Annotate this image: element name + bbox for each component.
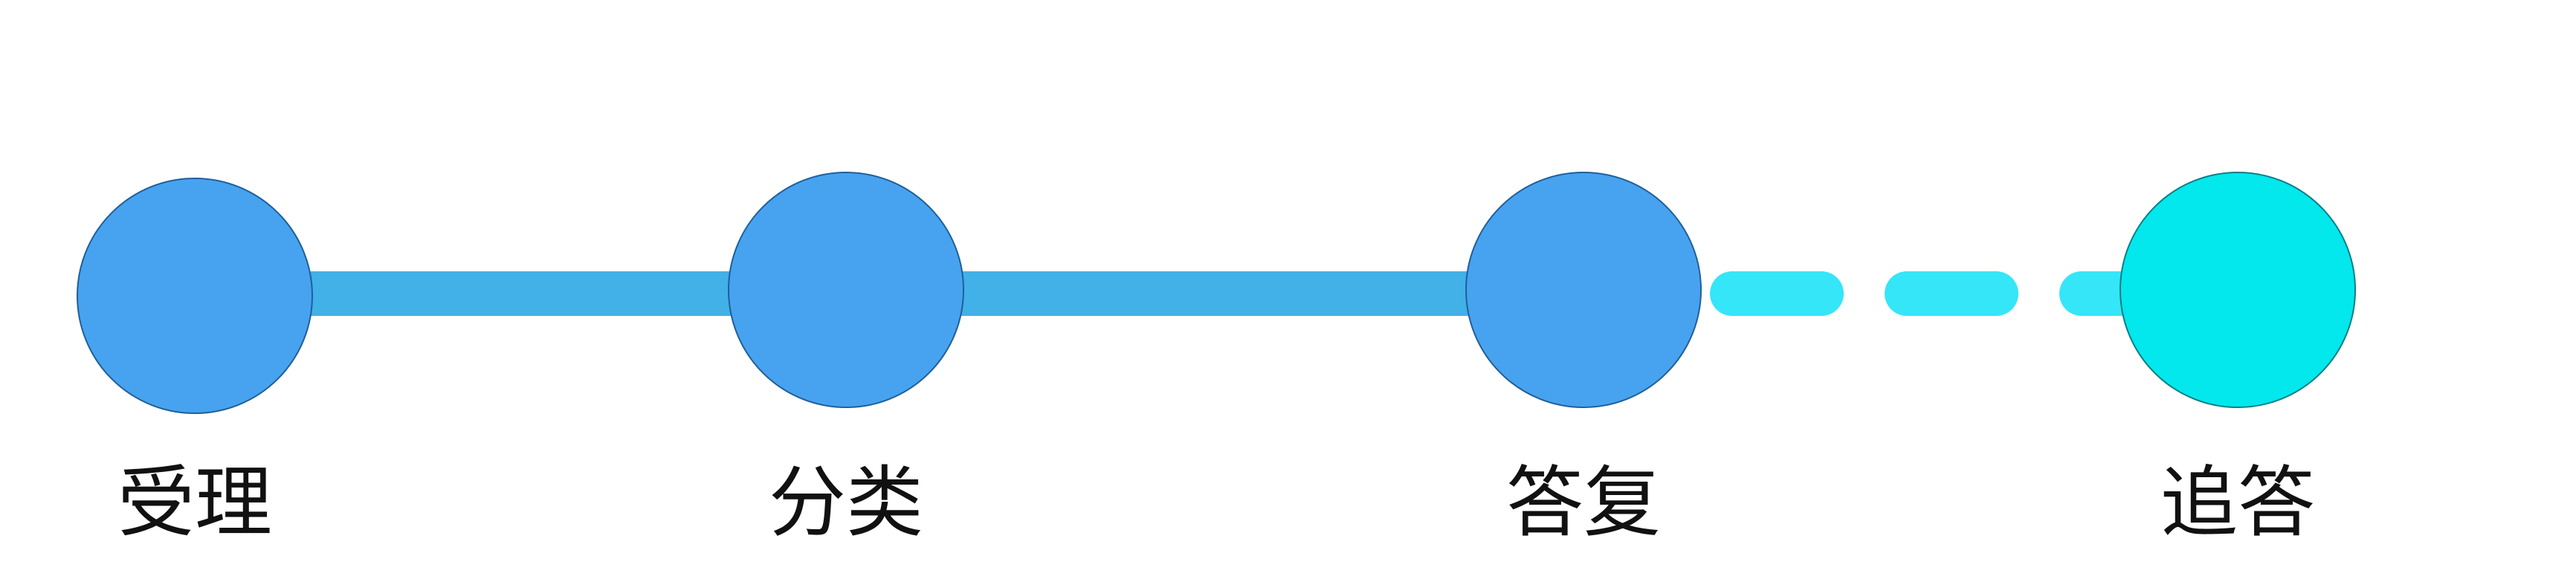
step-reply: 答复 [1465, 172, 1702, 548]
step-node [728, 172, 964, 408]
dash-segment [1885, 271, 2018, 316]
dash-segment [1710, 271, 1844, 316]
step-label: 受理 [117, 457, 272, 548]
step-followup: 追答 [2120, 172, 2356, 548]
step-label: 答复 [1506, 457, 1661, 548]
step-node [2120, 172, 2356, 408]
connector-accept-to-classify [297, 271, 758, 316]
step-accept: 受理 [77, 178, 313, 548]
connector-classify-to-reply [959, 271, 1494, 316]
step-node [1465, 172, 1702, 408]
step-node [77, 178, 313, 414]
step-label: 分类 [769, 457, 923, 548]
connector-reply-to-followup-dashed [1710, 271, 2149, 316]
step-label: 追答 [2160, 457, 2315, 548]
step-classify: 分类 [728, 172, 964, 548]
